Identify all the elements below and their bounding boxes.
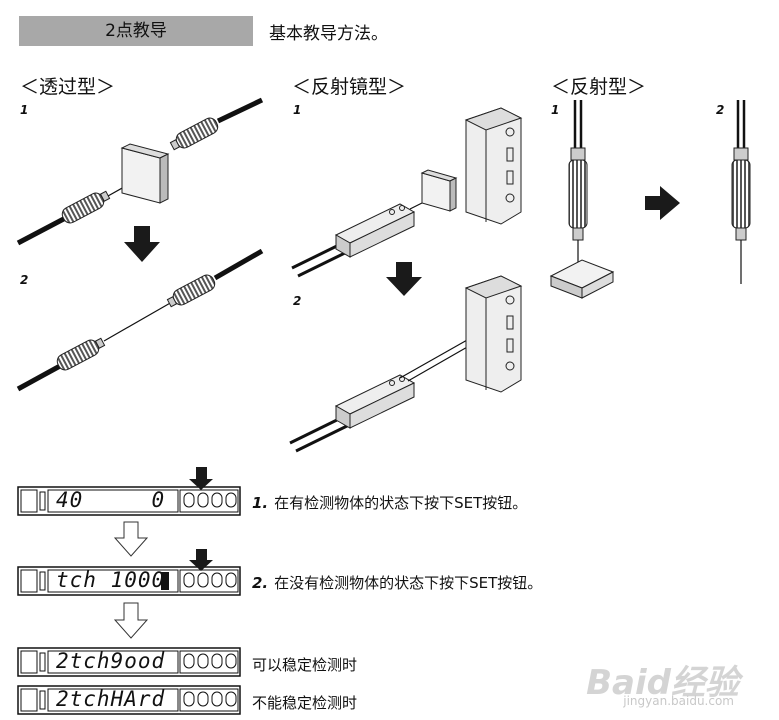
- panel-4-display: 2tchHArd: [56, 687, 166, 711]
- instruction-2-text: 在没有检测物体的状态下按下SET按钮。: [274, 574, 543, 592]
- retroreflective-title: ＜反射镜型＞: [292, 76, 407, 98]
- status-stable: 可以稳定检测时: [252, 656, 358, 674]
- press-set-arrow-icon: [189, 467, 213, 490]
- diffuse-step-1: 1: [551, 103, 560, 117]
- diffuse-step-1-diagram: [549, 100, 615, 299]
- transmissive-step-1-diagram: [16, 97, 264, 246]
- diffuse-title: ＜反射型＞: [551, 76, 647, 98]
- instruction-2-number: 2.: [252, 574, 269, 592]
- transmissive-step-2-diagram: [16, 248, 264, 392]
- amplifier-panel-2: [17, 566, 241, 596]
- panel-3-display: 2tch9ood: [56, 649, 166, 673]
- amplifier-panel-3: [17, 647, 241, 677]
- instruction-2: 2. 在没有检测物体的状态下按下SET按钮。: [252, 572, 542, 593]
- next-step-arrow-icon: [113, 521, 149, 557]
- retroreflective-step-1: 1: [293, 103, 302, 117]
- transmissive-title: ＜透过型＞: [20, 76, 116, 98]
- down-arrow-icon: [386, 262, 422, 296]
- down-arrow-icon: [124, 226, 160, 262]
- retroreflective-step-2: 2: [293, 294, 302, 308]
- section-tab[interactable]: 2点教导: [19, 16, 253, 46]
- watermark-logo: Baid经验: [586, 663, 739, 703]
- right-arrow-icon: [645, 186, 680, 220]
- instruction-1: 1. 在有检测物体的状态下按下SET按钮。: [252, 492, 527, 513]
- next-step-arrow-icon: [113, 602, 149, 639]
- retroreflective-step-1-diagram: [291, 107, 523, 278]
- diffuse-step-2: 2: [716, 103, 725, 117]
- press-set-arrow-icon: [189, 549, 213, 571]
- header-subtitle: 基本教导方法。: [269, 24, 388, 44]
- diffuse-step-2-diagram: [731, 100, 751, 284]
- instruction-1-number: 1.: [252, 494, 269, 512]
- instruction-1-text: 在有检测物体的状态下按下SET按钮。: [274, 494, 528, 512]
- amplifier-panel-1: [17, 486, 241, 516]
- transmissive-step-1: 1: [20, 103, 29, 117]
- amplifier-panel-4: [17, 685, 241, 715]
- transmissive-step-2: 2: [20, 273, 29, 287]
- panel-1-display: 40 0: [56, 488, 166, 512]
- watermark-url: jingyan.baidu.com: [623, 694, 734, 708]
- status-unstable: 不能稳定检测时: [252, 694, 358, 712]
- retroreflective-step-2-diagram: [289, 275, 523, 453]
- panel-2-display: tch 1000: [56, 568, 166, 592]
